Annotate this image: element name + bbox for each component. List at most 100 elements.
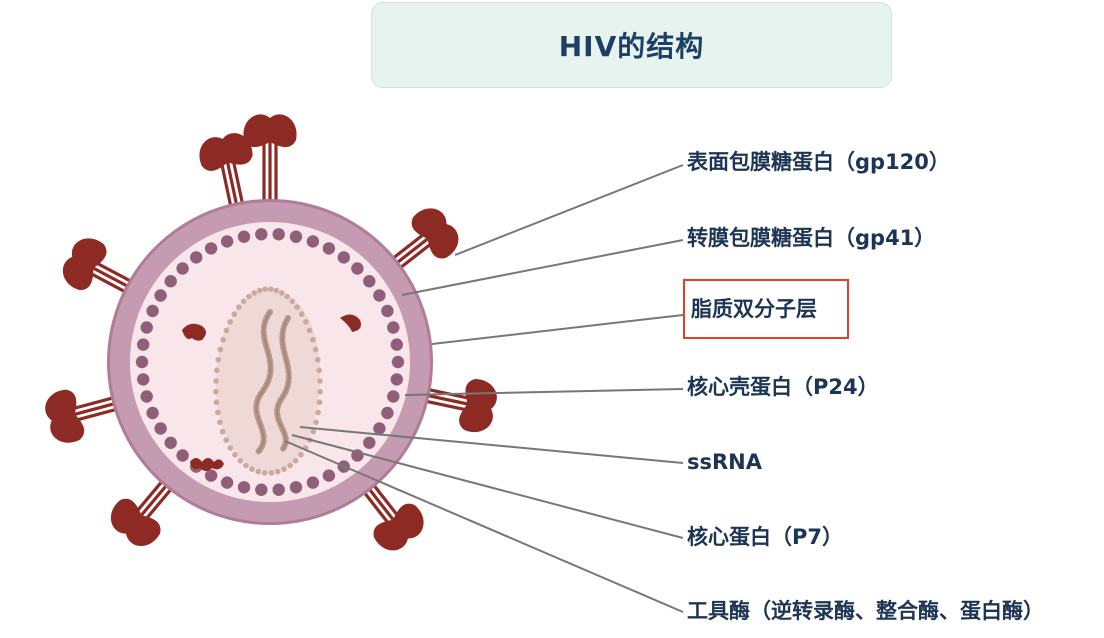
core-dot	[215, 357, 222, 363]
gp120-head	[373, 503, 424, 551]
ssrna-backbone-1	[255, 311, 272, 453]
core-dot	[220, 336, 226, 343]
capsid-dot	[272, 483, 285, 496]
core-dot	[236, 304, 242, 311]
leader-line-ssrna	[299, 426, 684, 464]
core-dot	[237, 457, 244, 464]
capsid-dot	[390, 373, 403, 386]
core-dot	[243, 462, 249, 469]
capsid-dot	[154, 422, 167, 435]
ssrna-backbone-2	[276, 317, 290, 451]
gp120-head	[459, 378, 497, 432]
core-dot	[261, 470, 268, 476]
core-dot	[223, 327, 230, 334]
capsid-dot	[381, 406, 394, 420]
capsid-dot	[135, 355, 149, 369]
core-dot	[284, 293, 290, 300]
leader-line-gp120	[454, 164, 684, 256]
capsid-dot	[237, 230, 251, 243]
capsid-dot	[164, 436, 177, 449]
capsid-dot	[176, 449, 189, 462]
core-dot	[232, 452, 238, 458]
core-dot	[213, 388, 219, 395]
capsid-dot	[146, 406, 159, 420]
core-dot	[223, 437, 229, 443]
capsid-dot	[237, 481, 251, 494]
core-dot	[217, 346, 224, 353]
core-dot	[298, 311, 305, 317]
core-dot	[227, 319, 233, 325]
capsid-dot	[220, 235, 234, 248]
core-dot	[251, 290, 257, 296]
capsid-dot	[306, 235, 320, 248]
capsid-dot	[322, 469, 336, 482]
core-dot	[292, 457, 299, 464]
label-enzymes: 工具酶（逆转录酶、整合酶、蛋白酶）	[687, 599, 1044, 623]
leader-lines	[284, 164, 684, 613]
enzyme-bottom	[190, 458, 224, 471]
title-box: HIV的结构	[371, 2, 892, 88]
capsid-dot	[351, 262, 364, 275]
capsid-dot	[272, 228, 285, 241]
core-dot	[213, 399, 220, 406]
capsid-dot	[289, 481, 303, 494]
enzyme-right	[340, 314, 361, 332]
core-dot	[240, 298, 247, 305]
core-dot	[274, 468, 281, 475]
core-dot	[303, 319, 309, 325]
core-dot	[315, 409, 321, 416]
core-shell-dots	[213, 286, 323, 476]
core-dot	[294, 304, 300, 311]
leader-line-enzymes	[284, 440, 684, 613]
capsid-dot	[391, 355, 405, 369]
label-gp120: 表面包膜糖蛋白（gp120）	[687, 150, 950, 174]
leader-line-gp41	[401, 239, 684, 296]
gp120-head	[62, 238, 107, 291]
capsid-dot	[381, 304, 394, 318]
core-dot	[279, 290, 285, 296]
capsid-dot	[306, 476, 320, 489]
core-dot	[287, 462, 293, 469]
capsid-dot	[390, 338, 403, 351]
core-dot	[310, 428, 317, 435]
capsid-dot	[289, 230, 303, 243]
label-p24: 核心壳蛋白（P24）	[687, 375, 879, 399]
label-lipid-bilayer-highlighted: 脂质双分子层	[683, 279, 849, 339]
leader-line-lipid	[431, 314, 684, 345]
core-dot	[249, 466, 255, 472]
core-dot	[227, 445, 234, 451]
capsid-dot	[140, 390, 153, 403]
capsid-dot	[204, 242, 218, 255]
label-lipid-bilayer: 脂质双分子层	[691, 296, 817, 321]
gp120-head	[110, 498, 161, 546]
core-dot	[268, 470, 275, 476]
label-p7: 核心蛋白（P7）	[687, 525, 844, 549]
core-dot	[215, 409, 221, 416]
core-dot	[317, 378, 323, 384]
core-dot	[312, 346, 319, 353]
capsid-dot	[220, 476, 234, 489]
enzyme-left	[182, 323, 206, 341]
core-dot	[217, 419, 223, 426]
leader-line-p7	[291, 434, 684, 539]
gp120-head	[243, 114, 297, 148]
core-dot	[298, 452, 304, 458]
capsid-dot	[154, 289, 167, 302]
core-dot	[268, 286, 274, 293]
core-dot	[317, 388, 323, 395]
core-dot	[262, 286, 269, 293]
core-dot	[281, 466, 287, 472]
core-dot	[246, 293, 252, 300]
core-dot	[313, 419, 319, 426]
core-dot	[219, 428, 226, 435]
capsid-dot	[137, 373, 150, 386]
capsid-dot	[140, 321, 153, 334]
capsid-dot	[373, 422, 386, 435]
capsid-dot	[387, 390, 400, 403]
capsid-dot	[190, 251, 203, 264]
core-dot	[306, 327, 313, 334]
gp120-head	[411, 208, 459, 259]
capsid-dot	[146, 304, 159, 318]
capsid-dot	[204, 469, 218, 482]
